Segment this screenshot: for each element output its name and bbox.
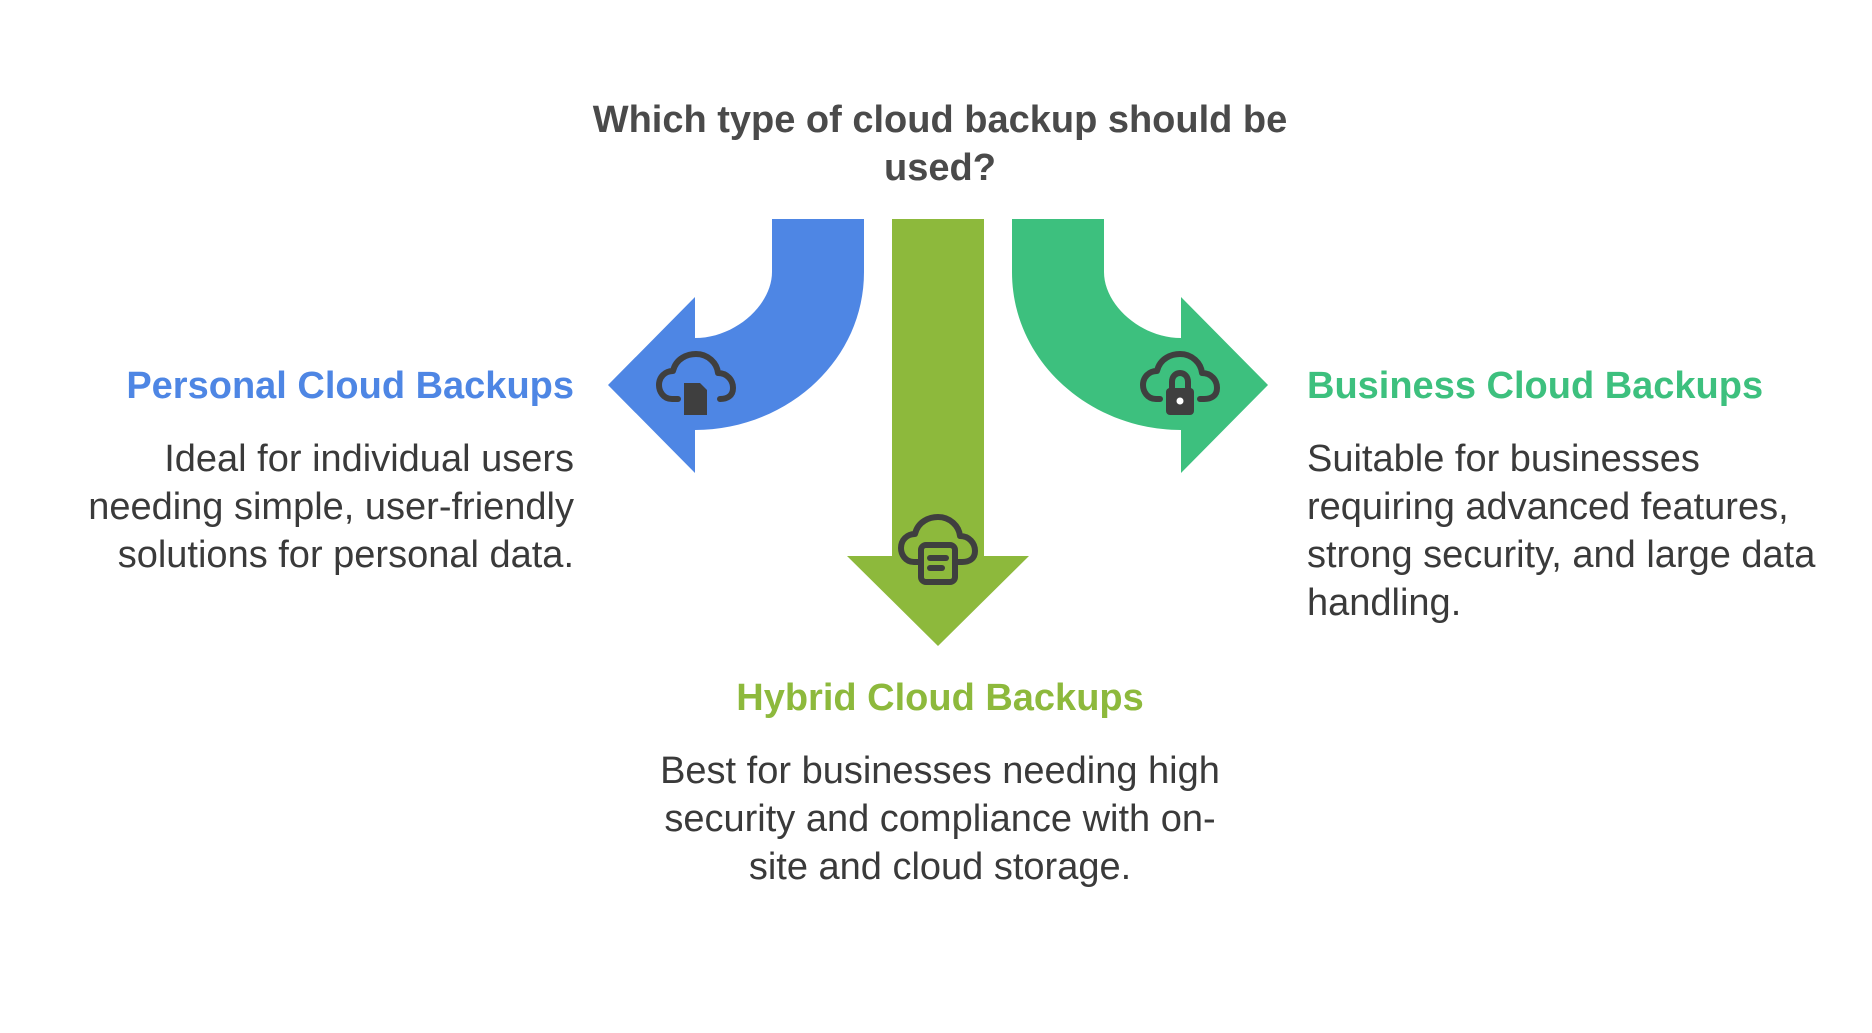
hybrid-description: Best for businesses needing high securit… [660,750,1220,888]
business-heading: Business Cloud Backups [1307,365,1764,407]
hybrid-arrow [847,219,1029,646]
cloud-lock-icon [1140,351,1220,415]
hybrid-heading: Hybrid Cloud Backups [736,677,1144,719]
business-description: Suitable for businesses requiring advanc… [1307,438,1816,624]
cloud-document-icon [898,514,978,585]
personal-description: Ideal for individual users needing simpl… [88,438,574,576]
personal-heading: Personal Cloud Backups [126,365,574,407]
business-arrow [1012,219,1268,473]
cloud-file-icon [656,351,736,415]
diagram-title: Which type of cloud backup should be use… [592,99,1288,189]
personal-arrow [608,219,864,473]
